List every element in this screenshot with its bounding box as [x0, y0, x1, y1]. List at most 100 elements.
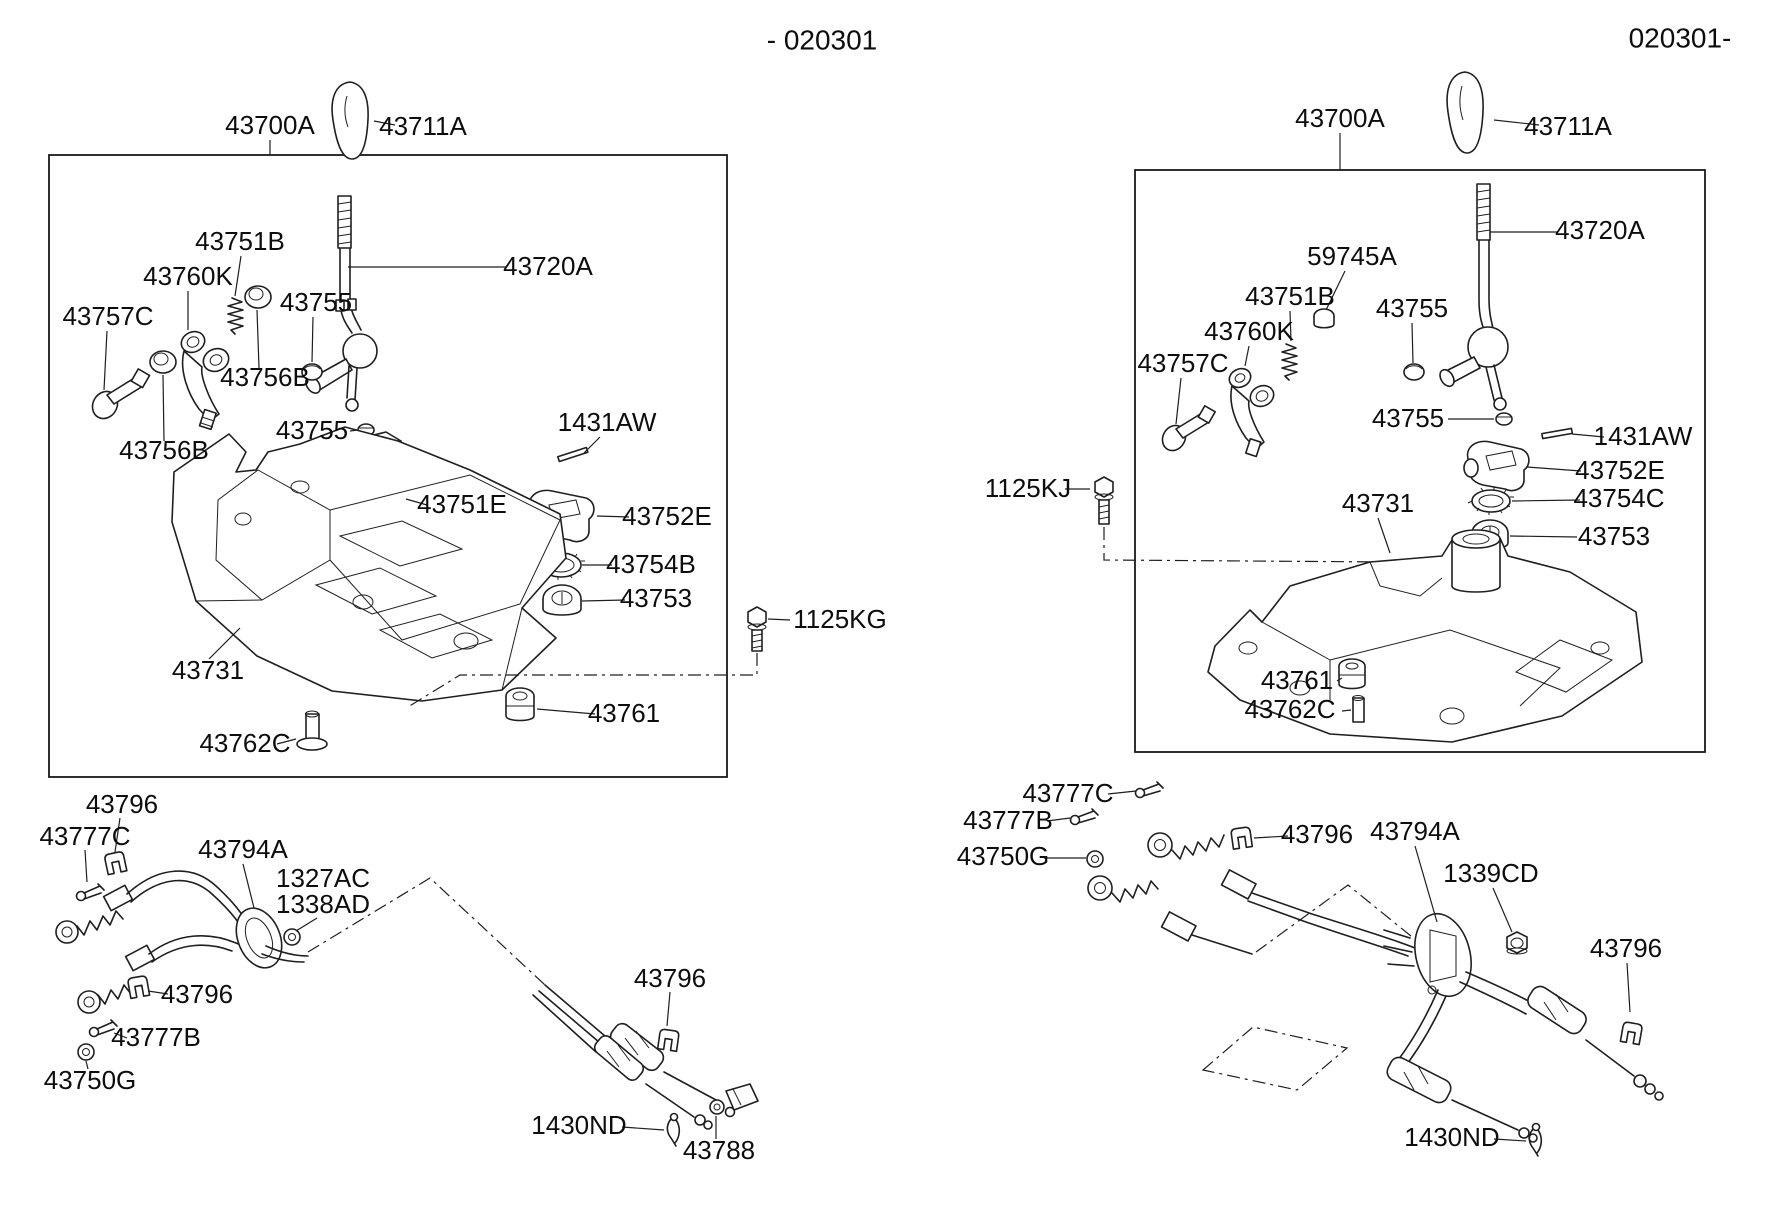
leader-line-43755-left [311, 316, 314, 363]
spring-43751b-left [227, 297, 244, 335]
leader-line-43777b-left [113, 1032, 128, 1039]
lock-pin-43757c-left [91, 368, 151, 420]
clip-43796-right-end [1619, 1021, 1643, 1046]
leader-line-43796-left [147, 990, 169, 995]
cable-break-dash-right [1255, 884, 1439, 959]
leader-line-43711a-right [1493, 119, 1540, 126]
pin-clip-43777c-right [1134, 781, 1164, 799]
break-outline-dash-right [1201, 1026, 1349, 1091]
shift-knob-43711a-right [1446, 71, 1484, 154]
part-label-43777b-left: 43777B [111, 1022, 201, 1052]
shift-knob-43711a-left [331, 81, 369, 160]
part-label-43755-right: 43755 [1376, 293, 1448, 323]
select-lever-43760k-left [180, 330, 230, 431]
bracket-43752e-right [1463, 440, 1530, 492]
pin-clip-43777b-left [88, 1019, 118, 1038]
hook-pin-1430nd-left [666, 1112, 681, 1147]
clip-43796-left-2 [127, 975, 151, 1000]
base-plate-43731-right [1207, 529, 1643, 743]
part-label-43752e-left: 43752E [622, 501, 712, 531]
leader-line-43762c-left [276, 738, 297, 745]
stud-ring-43788 [709, 1099, 725, 1115]
leader-line-43796-left [666, 991, 671, 1027]
clamp-ring-1327ac [283, 928, 301, 946]
leader-line-43753-right [1509, 535, 1578, 538]
part-label-43751b-right: 43751B [1245, 281, 1335, 311]
part-label-43756b-left: 43756B [119, 435, 209, 465]
part-label-43754b-left: 43754B [606, 549, 696, 579]
lock-pin-43757c-right [1161, 405, 1216, 452]
leader-line-43754c-right [1511, 499, 1581, 502]
leader-line-43794a-right [1414, 845, 1438, 923]
leader-line-43796-left [114, 817, 121, 853]
left-assembly-box [48, 154, 728, 778]
part-label-43757c-right: 43757C [1137, 348, 1228, 378]
leader-line-1339cd-right [1492, 887, 1513, 933]
part-label-43753-left: 43753 [620, 583, 692, 613]
pin-clip-43777c-left [75, 883, 105, 902]
part-label-43794a-left: 43794A [198, 834, 288, 864]
leader-line-43731-right [1377, 517, 1391, 554]
leader-line-43796-right [1253, 835, 1289, 839]
part-label-43777c-right: 43777C [1022, 778, 1113, 808]
part-label-43794a-right: 43794A [1370, 816, 1460, 846]
part-label-43796-left: 43796 [161, 979, 233, 1009]
part-label-43750g-right: 43750G [957, 841, 1050, 871]
leader-line-59745a-right [1325, 270, 1346, 311]
leader-line-43757c-left [103, 330, 108, 391]
part-label-43751b-left: 43751B [195, 226, 285, 256]
washer-43750g-left [77, 1043, 95, 1061]
cap-59745a-right [1313, 308, 1335, 329]
detent-pin-43755-lower-right [1495, 412, 1513, 426]
leader-line-43761-left [536, 708, 596, 715]
part-label-1430nd-right: 1430ND [1404, 1122, 1499, 1152]
leader-line-1431aw-right [1571, 433, 1605, 438]
leader-line-43757c-right [1175, 377, 1182, 425]
leader-line-43777c-right [1107, 790, 1137, 795]
part-label-43751e-left: 43751E [417, 489, 507, 519]
part-label-59745a-right: 59745A [1307, 241, 1397, 271]
part-label-1339cd-right: 1339CD [1443, 858, 1538, 888]
leader-line-1431aw-left [583, 436, 601, 454]
part-label-43731-right: 43731 [1342, 488, 1414, 518]
spring-43751b-right [1281, 343, 1298, 381]
part-label-43711a-right: 43711A [1524, 111, 1612, 141]
pin-1431aw-left [557, 446, 589, 463]
part-label-43750g-left: 43750G [44, 1065, 137, 1095]
bolt-alignment-dash-right [1103, 527, 1421, 576]
part-label-43761-right: 43761 [1261, 665, 1333, 695]
bolt-alignment-dash-left [407, 653, 758, 708]
leader-line-43751e-left [405, 498, 428, 506]
base-plate-43731-left [171, 426, 567, 702]
part-label-43754c-right: 43754C [1573, 483, 1664, 513]
part-label-43756b-left: 43756B [220, 362, 310, 392]
clip-43796-left-1 [104, 851, 128, 876]
cable-end-bracket-left [725, 1083, 759, 1111]
leader-line-1430nd-right [1493, 1138, 1527, 1142]
part-label-43731-left: 43731 [172, 655, 244, 685]
part-label-43752e-right: 43752E [1575, 455, 1665, 485]
part-label-1431aw-right: 1431AW [1594, 421, 1693, 451]
part-label-43755-left: 43755 [280, 287, 352, 317]
leader-line-43777c-left [84, 849, 88, 883]
part-label-43760k-left: 43760K [143, 261, 233, 291]
part-label-43755-right: 43755 [1372, 403, 1444, 433]
leader-line-43756b-left [162, 374, 165, 442]
leader-line-43731-left [208, 627, 241, 660]
part-label-43757c-left: 43757C [62, 301, 153, 331]
bolt-1125kj [1094, 476, 1114, 525]
cable-assembly-43794a-right [1087, 832, 1664, 1143]
left-panel-date-header: - 020301 [767, 24, 878, 55]
clip-43796-right-mid [1230, 826, 1254, 850]
bushing-43756b-upper-left [244, 285, 272, 309]
shift-lever-43720a-right [1439, 183, 1509, 411]
leader-line-43761-right [1336, 677, 1343, 682]
part-label-43760k-right: 43760K [1204, 316, 1294, 346]
bushing-43755-upper-right [1403, 363, 1425, 381]
bushing-43762c-right [1352, 695, 1365, 723]
part-label-1125kj-right: 1125KJ [985, 473, 1071, 503]
part-label-43796-right: 43796 [1281, 819, 1353, 849]
leader-line-43753-left [581, 599, 626, 602]
